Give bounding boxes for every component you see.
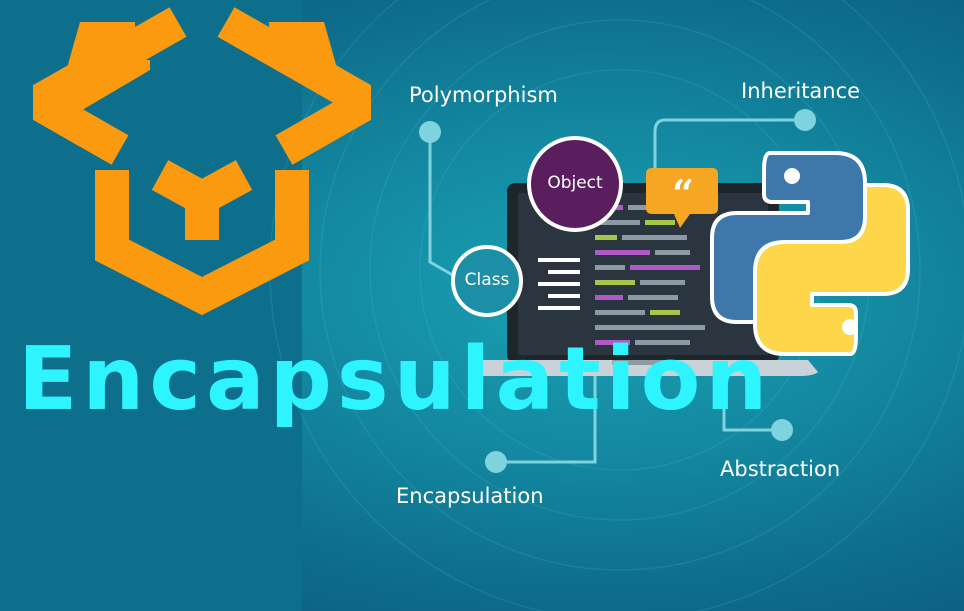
python-eye-top [784,168,800,184]
python-eye-bottom [842,319,858,335]
encapsulation-label: Encapsulation [396,484,544,508]
headline: Encapsulation [18,328,773,430]
laptop-notch [612,360,672,365]
python-yellow-snake [753,183,910,356]
abstraction-label: Abstraction [720,457,841,481]
object-label: Object [547,173,603,193]
class-list-lines [538,258,580,310]
class-bubble [451,245,523,317]
connector-dots [419,109,816,473]
object-bubble [527,136,623,232]
quote-icon: “ [672,171,694,216]
inheritance-label: Inheritance [741,79,861,103]
quote-bubble [646,168,718,228]
polymorphism-label: Polymorphism [409,83,558,107]
class-label: Class [464,270,510,290]
laptop-base [468,360,818,376]
